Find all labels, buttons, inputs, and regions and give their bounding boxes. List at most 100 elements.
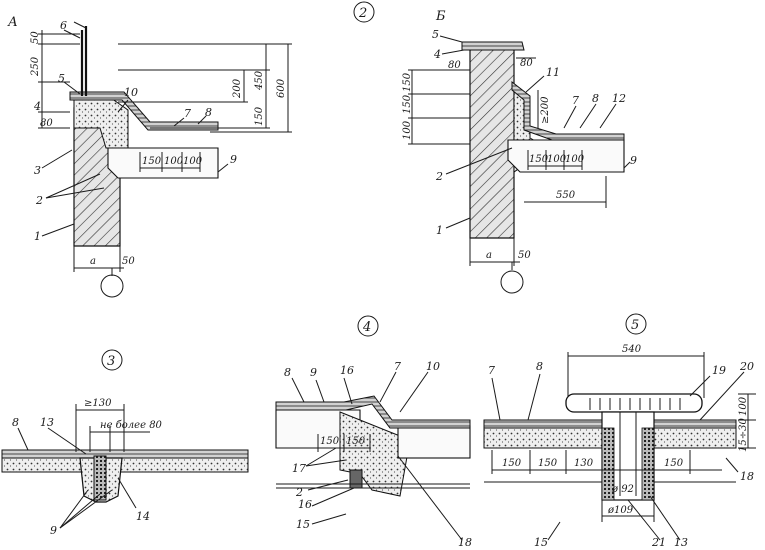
callout-b-11: 11: [546, 66, 560, 79]
dim-5-150c: 150: [664, 458, 684, 469]
dim-5-15-30: 15÷30: [738, 418, 749, 452]
roof-layer: [1, 449, 249, 459]
callout-3-9: 9: [50, 524, 57, 537]
roof-covering: [275, 395, 471, 429]
callout-a-7: 7: [184, 107, 191, 120]
callout-4-2: 2: [295, 486, 303, 499]
dim-5-100: 100: [738, 396, 749, 416]
detail-5: 5 540 150: [483, 313, 756, 549]
callout-b-7: 7: [572, 94, 579, 107]
right-slab: [397, 425, 471, 459]
detail-2-label: 2: [358, 6, 367, 21]
dim-a-slab-150: 150: [142, 156, 162, 167]
dim-b-550: 550: [556, 190, 576, 201]
dim-5-130: 130: [574, 458, 594, 469]
dim-a-250: 250: [30, 56, 41, 77]
callout-3-14: 14: [136, 510, 150, 523]
detail-2b: Б 80 150 150 100 80 ≥200 150 100 1: [402, 9, 637, 294]
dim-b-base-50: 50: [518, 250, 531, 261]
dim-4-150b: 150: [346, 436, 366, 447]
callout-4-16a: 16: [340, 364, 354, 377]
detail-3: 3 ≥130 не более 80 8 13 9 14: [1, 349, 249, 537]
callout-b-4: 4: [433, 48, 441, 61]
dim-a-50: 50: [30, 31, 41, 44]
dim-a-450: 450: [254, 70, 265, 91]
dim-a-base-50: 50: [122, 256, 135, 267]
callout-a-9: 9: [230, 153, 237, 166]
callout-4-17: 17: [292, 462, 306, 475]
variant-letter-b: Б: [435, 9, 446, 24]
dim-b-slab-150: 150: [529, 154, 549, 165]
callout-5-19: 19: [712, 364, 726, 377]
dim-5-540: 540: [622, 344, 642, 355]
dim-b-100: 100: [402, 120, 413, 140]
callout-a-5: 5: [58, 72, 65, 85]
callout-5-21: 21: [651, 536, 666, 549]
dim-a-slab-100b: 100: [183, 156, 203, 167]
parapet-cap: [461, 41, 525, 51]
callout-a-8: 8: [205, 106, 212, 119]
dim-a-200: 200: [232, 78, 243, 99]
dim-b-150a: 150: [402, 72, 413, 92]
dim-a-80: 80: [40, 118, 53, 129]
dim-5-d109: ø109: [607, 505, 634, 516]
callout-b-8: 8: [592, 92, 599, 105]
dim-b-top-80: 80: [520, 58, 533, 69]
axis-bubble-b: [500, 270, 524, 294]
dim-b-150b: 150: [402, 94, 413, 114]
callout-a-10: 10: [124, 86, 138, 99]
callout-a-4: 4: [33, 100, 41, 113]
callout-4-7: 7: [394, 360, 401, 373]
variant-letter-a: А: [7, 15, 18, 30]
callout-b-12: 12: [612, 92, 626, 105]
dim-3-max80: не более 80: [100, 420, 163, 431]
joint-insert: [93, 455, 107, 501]
dim-4-150a: 150: [320, 436, 340, 447]
callout-3-8: 8: [12, 416, 19, 429]
dim-a-150: 150: [254, 106, 265, 126]
detail-3-label: 3: [107, 354, 115, 369]
dim-b-a: a: [486, 250, 492, 261]
detail-2a: А 50 250 80 200 450 600 150: [7, 15, 292, 298]
dim-a-a: a: [90, 256, 96, 267]
wall: [469, 45, 515, 239]
callout-4-8: 8: [284, 366, 291, 379]
callout-5-13: 13: [674, 536, 688, 549]
dim-b-80: 80: [448, 60, 461, 71]
dim-5-150b: 150: [538, 458, 558, 469]
floor-slab: [107, 147, 219, 179]
dim-5-d92: ø 92: [611, 484, 634, 495]
detail-4: 4 150 150 8 9 16 7 10 17 2: [275, 315, 472, 549]
callout-5-20: 20: [739, 360, 754, 373]
callout-4-15: 15: [296, 518, 310, 531]
callout-5-18: 18: [740, 470, 754, 483]
callout-a-6: 6: [60, 19, 67, 32]
dim-b-slab-100b: 100: [565, 154, 585, 165]
callout-4-9: 9: [310, 366, 317, 379]
callout-4-18: 18: [458, 536, 472, 549]
dim-a-600: 600: [276, 78, 287, 98]
callout-b-2: 2: [435, 170, 443, 183]
callout-4-10: 10: [426, 360, 440, 373]
dim-5-150a: 150: [502, 458, 522, 469]
roof-covering: [511, 80, 625, 141]
dim-b-step: ≥200: [540, 96, 551, 124]
callout-a-3: 3: [34, 164, 41, 177]
dim-a-slab-100a: 100: [164, 156, 184, 167]
slab-layer: [1, 457, 249, 473]
callout-4-16b: 16: [298, 498, 312, 511]
axis-bubble-a: [100, 274, 124, 298]
callout-5-8: 8: [536, 360, 543, 373]
detail-4-label: 4: [362, 320, 371, 335]
dim-3-130: ≥130: [84, 398, 112, 409]
callout-5-15: 15: [534, 536, 548, 549]
callout-3-13: 13: [40, 416, 54, 429]
detail-number-2: 2: [353, 1, 375, 23]
callout-a-1: 1: [34, 230, 41, 243]
callout-5-7: 7: [488, 364, 495, 377]
dim-b-slab-100a: 100: [547, 154, 567, 165]
callout-b-5: 5: [432, 28, 439, 41]
drain-grate: [565, 393, 703, 413]
callout-b-1: 1: [436, 224, 443, 237]
